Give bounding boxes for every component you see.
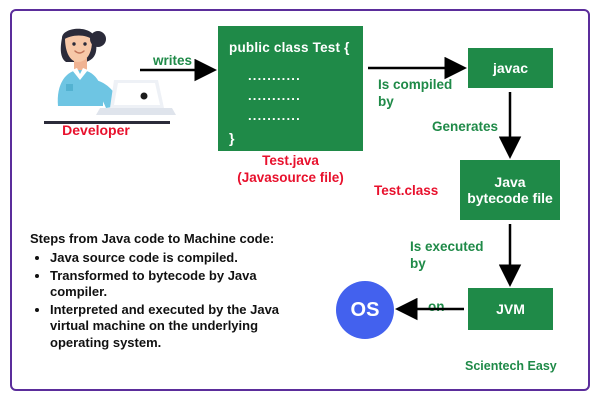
label-writes: writes [153, 53, 193, 68]
developer-illustration [26, 22, 176, 132]
label-is-executed-by-line1: Is executed [410, 239, 484, 254]
code-class-declaration: public class Test { [229, 40, 350, 55]
code-closing-brace: } [229, 130, 235, 146]
jvm-box: JVM [468, 288, 553, 330]
brand-watermark: Scientech Easy [465, 359, 557, 373]
os-circle: OS [336, 281, 394, 339]
bytecode-label-line1: Java [494, 174, 526, 190]
label-generates: Generates [432, 119, 499, 134]
code-line-2: ........... [248, 88, 301, 103]
bytecode-label-line2: bytecode file [467, 190, 553, 206]
steps-title: Steps from Java code to Machine code: [30, 231, 275, 246]
java-bytecode-file-box: Java bytecode file [460, 160, 560, 220]
developer-label: Developer [62, 122, 130, 138]
list-item: Java source code is compiled. [50, 250, 300, 267]
steps-block: Steps from Java code to Machine code: Ja… [30, 231, 300, 352]
list-item: Interpreted and executed by the Java vir… [50, 302, 300, 352]
code-line-1: ........... [248, 68, 301, 83]
label-test-class: Test.class [374, 183, 439, 198]
list-item: Transformed to bytecode by Java compiler… [50, 268, 300, 301]
person-at-laptop-icon [44, 28, 176, 124]
label-is-compiled-by-line2: by [378, 94, 394, 109]
label-on: on [428, 299, 445, 314]
javac-box: javac [468, 48, 553, 88]
source-file-subtitle: (Javasource file) [237, 170, 344, 185]
java-source-code-box: public class Test { ........... ........… [218, 26, 363, 151]
steps-list: Java source code is compiled. Transforme… [30, 250, 300, 351]
label-is-compiled-by-line1: Is compiled [378, 77, 453, 92]
code-line-3: ........... [248, 108, 301, 123]
label-is-executed-by: Is executed by [410, 238, 510, 272]
label-is-executed-by-line2: by [410, 256, 426, 271]
source-file-name: Test.java [262, 153, 319, 168]
source-file-caption: Test.java (Javasource file) [218, 152, 363, 186]
label-is-compiled-by: Is compiled by [378, 76, 470, 110]
diagram-frame [10, 9, 590, 391]
